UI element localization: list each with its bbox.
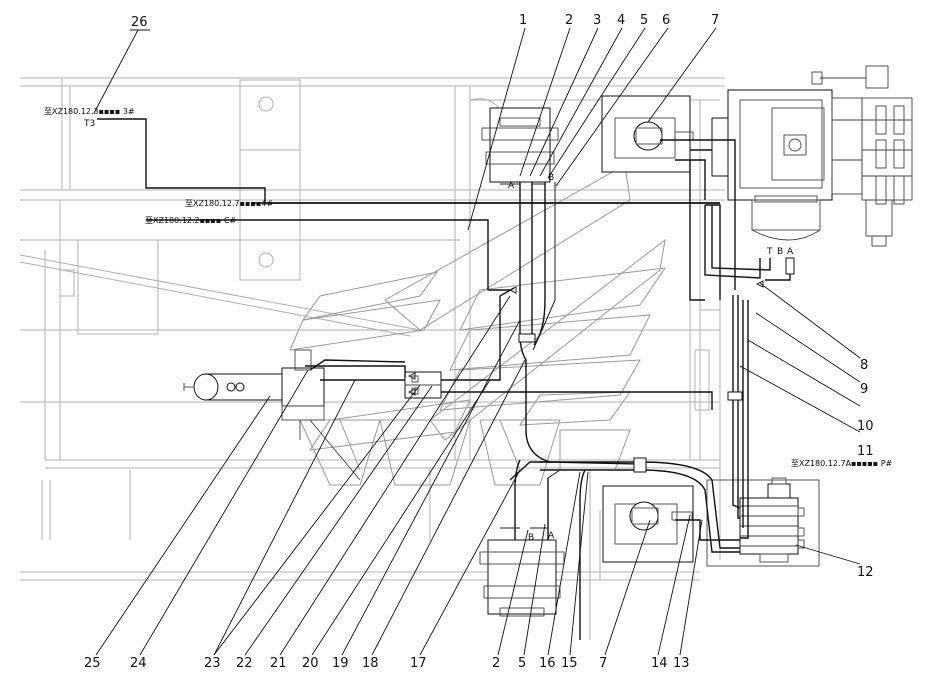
callout-18: 18 xyxy=(362,656,379,671)
gearbox xyxy=(711,65,913,247)
pipe-fittings xyxy=(407,257,795,396)
port-labels: A B B A T B A T3 xyxy=(83,119,794,543)
callout-4: 4 xyxy=(617,13,625,28)
hydraulic-pipes xyxy=(97,118,791,640)
callout-22: 22 xyxy=(236,656,253,671)
callout-19: 19 xyxy=(332,656,349,671)
callout-14: 14 xyxy=(651,656,668,671)
port-b-valve: B xyxy=(777,247,783,257)
callout-1: 1 xyxy=(519,13,527,28)
port-b-bottom: B xyxy=(528,533,534,543)
control-valve-block xyxy=(404,371,442,399)
machine-frame xyxy=(19,77,725,640)
leader-lines xyxy=(93,27,861,656)
port-b-top: B xyxy=(548,173,554,183)
callout-11: 11 xyxy=(857,444,874,459)
port-a-bottom: A xyxy=(548,531,555,541)
callout-16: 16 xyxy=(539,656,556,671)
port-t-valve: T xyxy=(766,247,773,257)
distribution-valve xyxy=(706,477,820,567)
callout-17: 17 xyxy=(410,656,427,671)
callout-3: 3 xyxy=(593,13,601,28)
front-wheel-hub xyxy=(481,107,559,183)
callout-numbers: 1 2 3 4 5 6 7 8 9 10 11 12 13 14 7 15 16… xyxy=(84,13,874,671)
callout-12: 12 xyxy=(857,565,874,580)
callout-15: 15 xyxy=(561,656,578,671)
pipe-annotations: 至XZ180.12.3▪▪▪▪ 3# 至XZ180.12.7▪▪▪▪4# 至XZ… xyxy=(44,107,893,468)
lift-cylinder xyxy=(183,349,361,481)
callout-8: 8 xyxy=(860,358,868,373)
callout-24: 24 xyxy=(130,656,147,671)
lower-steering-cylinder xyxy=(602,485,694,563)
callout-6: 6 xyxy=(662,13,670,28)
callout-2-bottom: 2 xyxy=(492,656,500,671)
callout-10: 10 xyxy=(857,419,874,434)
callout-20: 20 xyxy=(302,656,319,671)
callout-7-bottom: 7 xyxy=(599,656,607,671)
callout-21: 21 xyxy=(270,656,287,671)
callout-2-top: 2 xyxy=(565,13,573,28)
annotation-3: 至XZ180.12.3▪▪▪▪ 3# xyxy=(44,107,135,116)
port-t3: T3 xyxy=(83,119,95,129)
callout-7-top: 7 xyxy=(711,13,719,28)
callout-5-top: 5 xyxy=(640,13,648,28)
annotation-4: 至XZ180.12.7▪▪▪▪4# xyxy=(185,199,273,208)
callout-13: 13 xyxy=(673,656,690,671)
rear-wheel-hub xyxy=(479,539,565,617)
callout-5-bottom: 5 xyxy=(518,656,526,671)
port-a-top: A xyxy=(508,181,515,191)
bracing-plates xyxy=(289,164,667,486)
callout-23: 23 xyxy=(204,656,221,671)
port-a-valve: A xyxy=(787,247,794,257)
callout-9: 9 xyxy=(860,382,868,397)
callout-25: 25 xyxy=(84,656,101,671)
annotation-c: 至XZ180.12.2▪▪▪▪ C# xyxy=(145,216,236,225)
callout-26: 26 xyxy=(131,15,148,30)
annotation-p: 至XZ180.12.7A▪▪▪▪▪ P# xyxy=(791,459,893,468)
